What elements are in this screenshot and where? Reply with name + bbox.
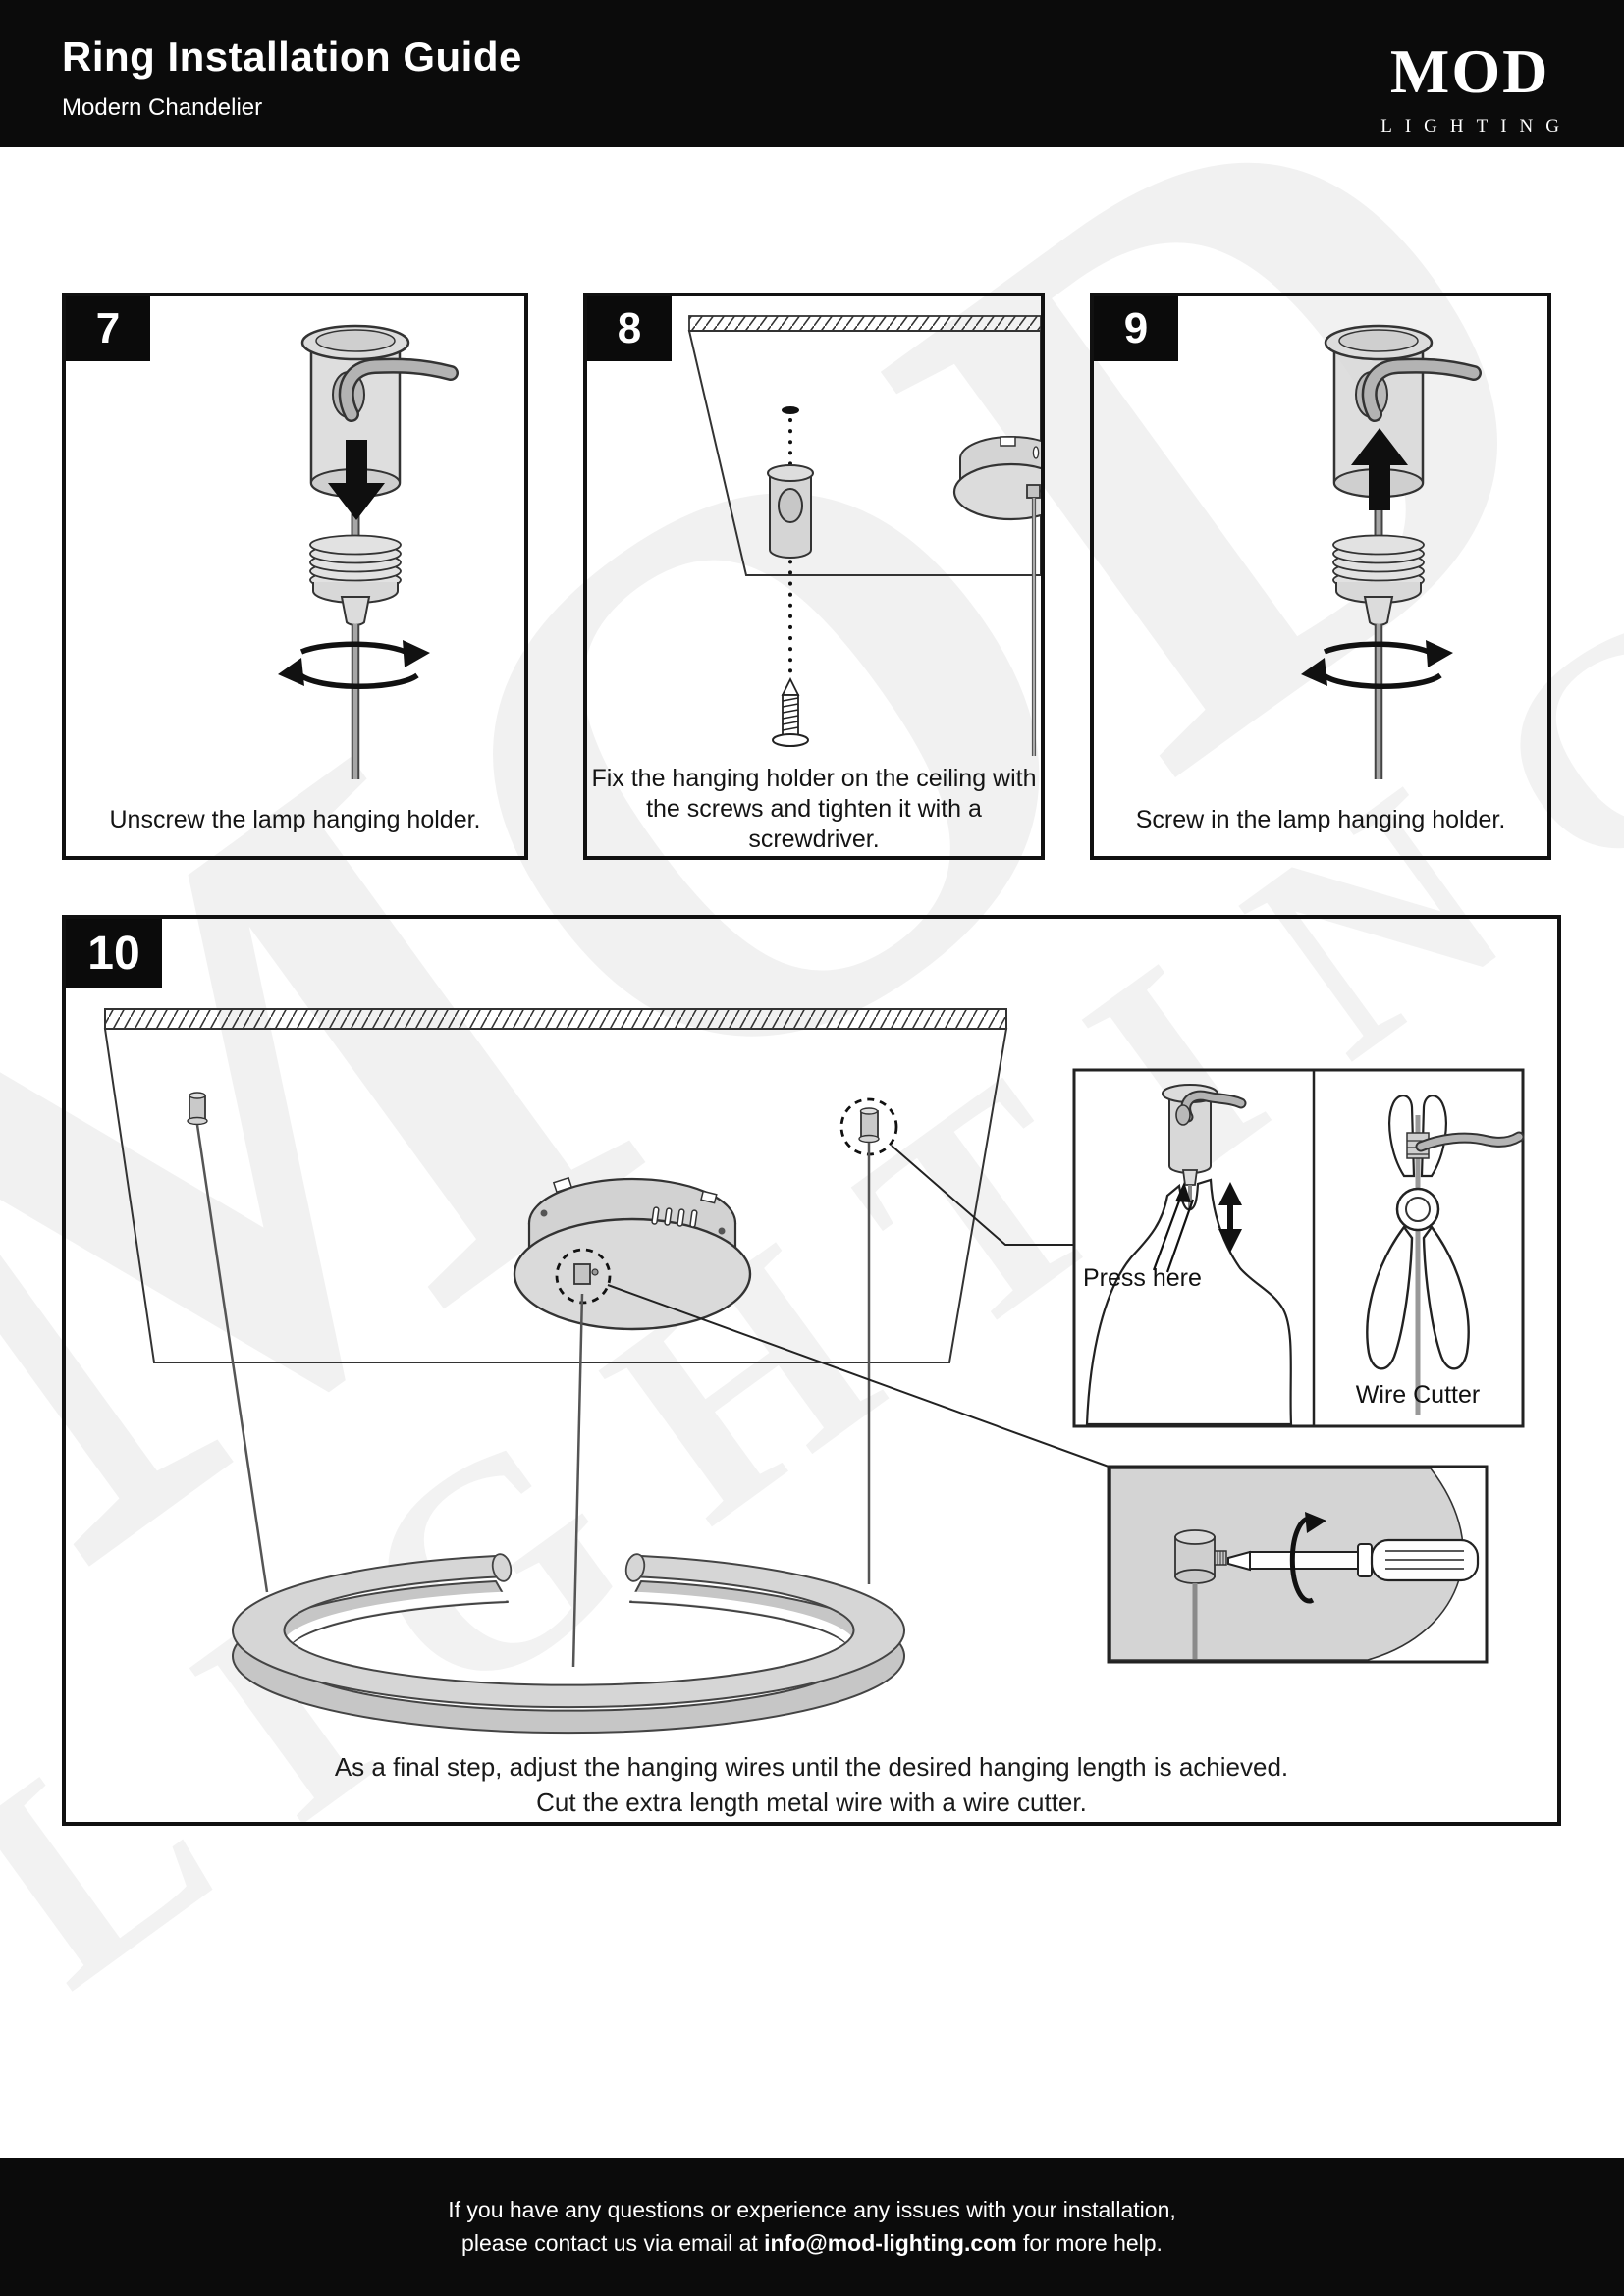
wire-gripper	[1332, 534, 1425, 626]
page-title: Ring Installation Guide	[62, 33, 522, 80]
screw	[772, 676, 809, 747]
wall-anchor	[767, 464, 814, 559]
wire-lock	[573, 1263, 591, 1285]
footer-line2: please contact us via email at info@mod-…	[0, 2226, 1624, 2260]
arrow-down-icon	[328, 440, 385, 520]
step-panel-8: 8	[583, 293, 1045, 860]
rotation-arrow-icon	[1289, 1512, 1326, 1604]
wire-gripper	[309, 534, 402, 626]
press-here-label: Press here	[1083, 1264, 1202, 1292]
arrow-up-icon	[1351, 428, 1408, 510]
mini-hanging-holder	[1162, 1084, 1247, 1218]
brand-logo-subtext: LIGHTING	[1380, 116, 1572, 137]
rotation-arrow-icon	[1301, 640, 1453, 690]
hanging-holder	[300, 324, 459, 499]
step-caption-line2: Cut the extra length metal wire with a w…	[536, 1788, 1087, 1817]
up-down-arrow-icon	[1218, 1182, 1242, 1253]
footer-line2-prefix: please contact us via email at	[461, 2230, 765, 2256]
footer: If you have any questions or experience …	[0, 2158, 1624, 2296]
step-caption: Screw in the lamp hanging holder.	[1135, 806, 1506, 833]
hook-wire	[1364, 360, 1480, 420]
hanging-wire-left	[195, 1124, 269, 1593]
press-here-pointer	[1152, 1182, 1195, 1273]
detail-inset-screwdriver	[1107, 1465, 1489, 1664]
step-caption: As a final step, adjust the hanging wire…	[66, 1749, 1557, 1820]
detail-inset-press-and-cutter	[1072, 1068, 1525, 1428]
contact-email: info@mod-lighting.com	[764, 2230, 1017, 2256]
brand-logo: MOD LIGHTING	[1380, 29, 1559, 137]
ceiling-plane	[687, 330, 1041, 576]
wire-cutter-label: Wire Cutter	[1355, 1381, 1481, 1409]
canopy-notch	[700, 1190, 718, 1204]
callout-leader-line	[891, 1145, 1074, 1246]
step-panel-10: 10	[62, 915, 1561, 1826]
ceiling-hatch	[104, 1008, 1007, 1030]
rotation-arrow-icon	[278, 640, 430, 690]
wire-cutter-icon	[1366, 1095, 1525, 1415]
wire-end-left	[187, 1092, 208, 1126]
canopy-vent	[1032, 446, 1040, 459]
step10-illustration	[103, 1008, 1525, 1735]
step9-illustration	[1301, 324, 1482, 779]
step8-illustration	[687, 315, 1041, 756]
canopy-screw	[718, 1227, 726, 1235]
ceiling-canopy	[513, 1176, 752, 1331]
callout-leader-line	[607, 1284, 1110, 1468]
ceiling-plane	[103, 1028, 1008, 1363]
drill-mark	[782, 406, 799, 414]
step7-illustration	[278, 324, 459, 779]
press-nub	[1181, 1169, 1199, 1186]
step-caption: Unscrew the lamp hanging holder.	[109, 806, 481, 833]
step-number-badge: 8	[587, 296, 672, 361]
header: Ring Installation Guide Modern Chandelie…	[0, 0, 1624, 147]
ring-chandelier	[232, 1553, 905, 1735]
step-caption: Fix the hanging holder on the ceiling wi…	[591, 765, 1037, 853]
canopy-notch	[1000, 436, 1016, 447]
ceiling-canopy	[952, 436, 1041, 521]
mini-wire-gripper	[1174, 1529, 1227, 1659]
hanging-holder	[1324, 324, 1482, 499]
step-number-badge: 10	[66, 919, 162, 988]
canopy-screw	[540, 1209, 548, 1217]
hand-icon	[1085, 1178, 1293, 1426]
footer-line1: If you have any questions or experience …	[448, 2197, 1176, 2222]
canopy-vents	[651, 1206, 698, 1228]
hook-wire	[341, 360, 457, 420]
step-caption-line1: As a final step, adjust the hanging wire…	[334, 1752, 1289, 1782]
step-panel-7: 7	[62, 293, 528, 860]
wire-lock	[1026, 484, 1041, 499]
footer-line2-suffix: for more help.	[1016, 2230, 1163, 2256]
step-number-badge: 7	[66, 296, 150, 361]
screwdriver-icon	[1227, 1538, 1480, 1582]
ceiling-hatch	[688, 315, 1041, 332]
page-subtitle: Modern Chandelier	[62, 94, 263, 121]
hanging-wire-center	[571, 1293, 584, 1668]
brand-logo-text: MOD	[1389, 36, 1550, 106]
step-panel-9: 9	[1090, 293, 1551, 860]
canopy-notch	[552, 1176, 573, 1194]
step-number-badge: 9	[1094, 296, 1178, 361]
